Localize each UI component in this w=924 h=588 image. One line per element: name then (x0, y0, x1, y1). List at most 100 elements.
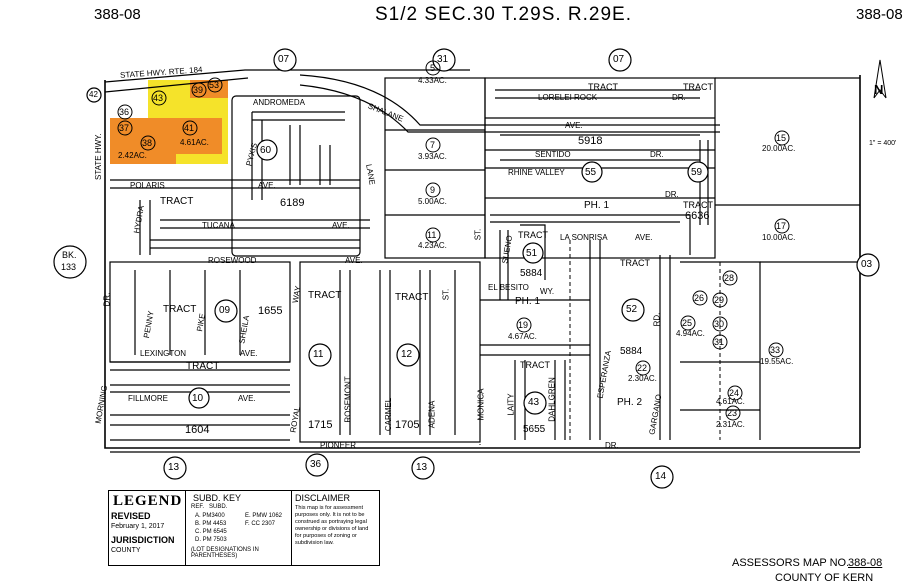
subd-key-title: SUBD. KEY (193, 493, 242, 503)
circle-label-60: 60 (260, 145, 272, 156)
street-dahlgren: DAHLGREN (547, 377, 557, 422)
circle-label-51: 51 (526, 248, 538, 259)
book-circle (53, 245, 87, 279)
disclaimer-title: DISCLAIMER (295, 493, 351, 503)
county-of-kern: COUNTY OF KERN (775, 572, 874, 584)
tract-5884-b: 5884 (620, 346, 643, 357)
street-fillmore: FILLMORE (128, 394, 169, 403)
parcel-circle-36 (305, 453, 329, 477)
ph2-label: PH. 2 (617, 397, 643, 408)
street-dr-1: DR. (672, 93, 686, 102)
parcel-23: 23 (727, 408, 738, 418)
parcel-29: 29 (714, 295, 725, 305)
parcel-22: 22 (637, 363, 648, 373)
parcel-9-acreage: 5.00AC. (418, 197, 447, 206)
street-dr-5: DR. (605, 441, 619, 450)
street-el-besito: EL BESITO (488, 283, 529, 292)
street-ave-3: AVE. (332, 221, 350, 230)
north-arrow-icon (873, 59, 887, 99)
street-ave-1: AVE. (565, 121, 583, 130)
lot-designation-note: (LOT DESIGNATIONS IN PARENTHESES) (191, 547, 259, 559)
parcel-circle-31 (432, 48, 456, 72)
parcel-42: 42 (89, 90, 98, 99)
parcel-43: 43 (153, 93, 164, 103)
tract-label-top-right: TRACT (683, 82, 713, 92)
ph1-label-a: PH. 1 (584, 200, 610, 211)
parcel-36: 36 (119, 107, 130, 117)
parcel-circle-42 (86, 87, 102, 103)
tract-5918: 5918 (578, 135, 603, 147)
parcel-circle-07a (273, 48, 297, 72)
revised-date: February 1, 2017 (111, 523, 165, 530)
parcel-circle-52 (621, 298, 645, 322)
tract-label-12: TRACT (395, 292, 429, 303)
street-rhine-valley: RHINE VALLEY (508, 168, 565, 177)
circle-label-11: 11 (313, 349, 324, 360)
parcel-41-acreage: 4.61AC. (180, 138, 209, 147)
highway-line-2 (104, 77, 249, 93)
parcel-33-acreage: 19.55AC. (760, 357, 794, 366)
parcel-circle-03 (856, 253, 880, 277)
tract-label-09: TRACT (163, 304, 197, 315)
street-adena: ADENA (427, 400, 437, 429)
parcel-30: 30 (714, 319, 725, 329)
assessors-map-label: ASSESSORS MAP NO. (732, 557, 850, 569)
parcel-26: 26 (694, 293, 705, 303)
subd-row-f: F. CC 2307 (245, 521, 276, 527)
parcel-41: 41 (184, 123, 195, 133)
legend-title: LEGEND (113, 493, 183, 509)
street-la-sonrisa: LA SONRISA (560, 233, 608, 242)
subd-row-a: A. PM3400 (195, 513, 225, 519)
parcel-circle-07b (608, 48, 632, 72)
parcel-25: 25 (682, 318, 693, 328)
street-andromeda: ANDROMEDA (253, 98, 306, 107)
tract-label-52: TRACT (620, 258, 650, 268)
street-sentido: SENTIDO (535, 150, 571, 159)
parcel-19-acreage: 4.67AC. (508, 332, 537, 341)
orange-parcel-38 (110, 118, 176, 164)
parcel-circle-13a (163, 456, 187, 480)
street-lexington: LEXINGTON (140, 349, 187, 358)
street-ave-7: AVE. (238, 394, 256, 403)
street-st-2: ST. (441, 288, 451, 301)
tract-label-6636: TRACT (683, 200, 713, 210)
parcel-23-acreage: 2.31AC. (716, 420, 745, 429)
tract-6636: 6636 (685, 210, 710, 222)
street-monica: MONICA (476, 388, 486, 421)
parcel-15: 15 (776, 133, 787, 143)
map-code-right: 388-08 (856, 6, 903, 23)
parcel-33: 33 (770, 345, 781, 355)
circle-label-52: 52 (626, 304, 638, 315)
jurisdiction-label: JURISDICTION (111, 535, 175, 545)
parcel-circle-09 (214, 299, 238, 323)
parcel-circle-14 (650, 465, 674, 489)
parcel-15-acreage: 20.00AC. (762, 144, 796, 153)
parcel-9: 9 (430, 185, 436, 195)
parcel-circle-60 (256, 139, 278, 161)
subd-row-c: C. PM 6545 (195, 529, 227, 535)
circle-label-59: 59 (691, 167, 703, 178)
circle-label-13a: 13 (168, 462, 180, 473)
subd-name-header: SUBD. (209, 504, 228, 510)
circle-label-07b: 07 (613, 54, 625, 65)
parcel-31: 31 (714, 337, 725, 347)
disclaimer-text: This map is for assessment purposes only… (295, 505, 369, 546)
parcel-11: 11 (427, 230, 437, 240)
tract-1705: 1705 (395, 419, 420, 431)
circle-label-13b: 13 (416, 462, 428, 473)
highway-line (104, 69, 470, 83)
parcel-circle-55 (581, 161, 603, 183)
tract-1604: 1604 (185, 424, 210, 436)
street-rosemont: ROSEMONT (343, 376, 353, 423)
parcel-38: 38 (142, 138, 153, 148)
street-state-hwy: STATE HWY. (94, 133, 103, 180)
parcel-39: 39 (193, 85, 204, 95)
parcel-28: 28 (724, 273, 735, 283)
parcel-7: 7 (430, 140, 436, 150)
subd-row-b: B. PM 4453 (195, 521, 227, 527)
parcel-22-acreage: 2.30AC. (628, 374, 657, 383)
book-number: 133 (61, 262, 77, 272)
parcel-11-acreage: 4.23AC. (418, 241, 447, 250)
street-carmel: CARMEL (384, 397, 394, 432)
